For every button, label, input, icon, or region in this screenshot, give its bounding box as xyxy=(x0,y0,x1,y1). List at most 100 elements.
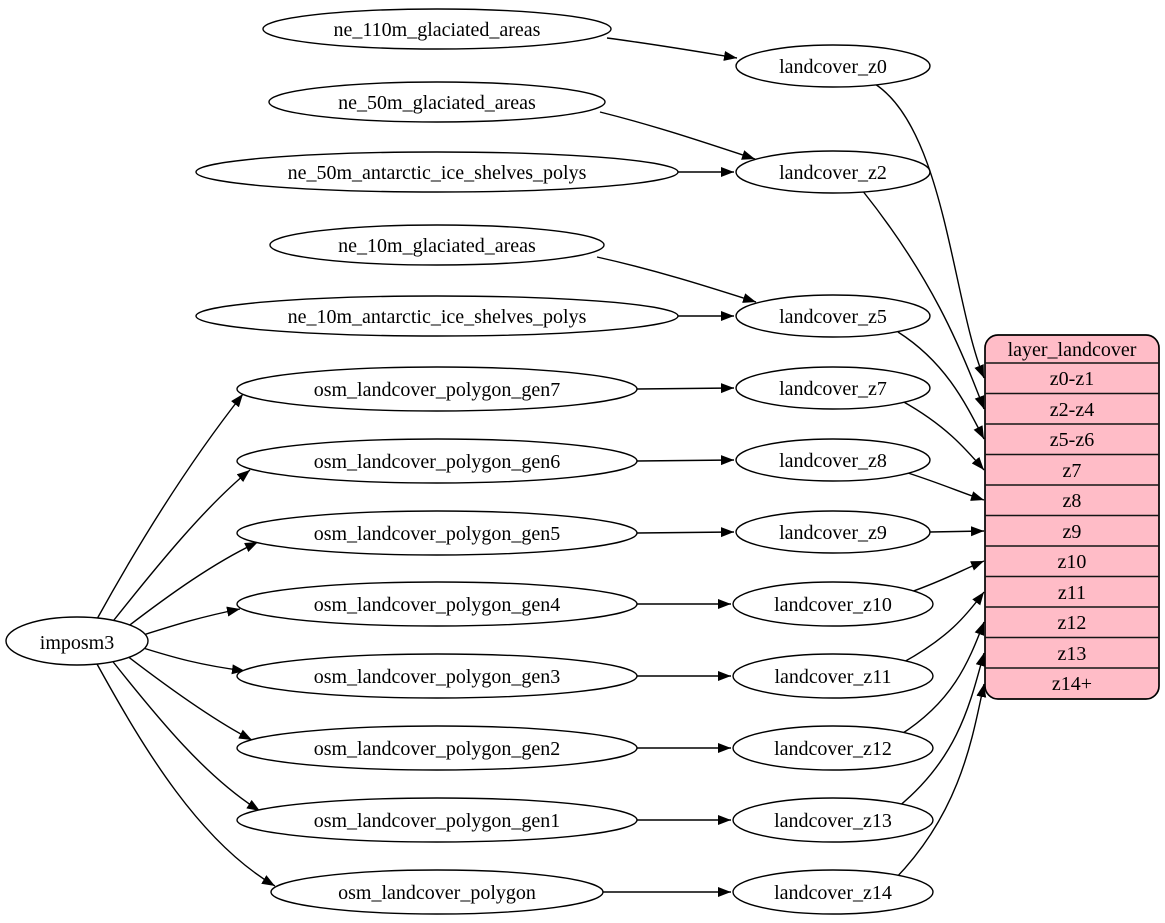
node-osm-landcover-polygon-gen5: osm_landcover_polygon_gen5 xyxy=(236,510,638,556)
layer-row-z11: z11 xyxy=(1058,582,1086,604)
node-landcover-z7-shape xyxy=(735,366,931,410)
edge-z12-row-z12 xyxy=(899,621,985,736)
edge-z10-row-z10 xyxy=(907,560,985,594)
edge-imposm3-gen2 xyxy=(121,651,253,741)
node-landcover-z2-label: landcover_z2 xyxy=(779,162,887,184)
edge-imposm3-gen1 xyxy=(109,657,261,812)
node-ne-50m-glaciated-areas: ne_50m_glaciated_areas xyxy=(268,81,606,123)
node-osm-landcover-polygon-gen2: osm_landcover_polygon_gen2 xyxy=(236,725,638,771)
node-osm-landcover-polygon: osm_landcover_polygon xyxy=(270,869,604,915)
layer-row-z5-z6: z5-z6 xyxy=(1050,429,1094,451)
node-ne-10m-glaciated-areas: ne_10m_glaciated_areas xyxy=(269,224,605,266)
node-osm-landcover-polygon-gen6: osm_landcover_polygon_gen6 xyxy=(236,438,638,484)
node-osm-landcover-polygon-gen6-shape xyxy=(236,438,638,484)
node-osm-landcover-polygon-gen7-shape xyxy=(236,366,638,412)
layer-row-z0-z1: z0-z1 xyxy=(1050,368,1094,390)
edge-imposm3-gen6 xyxy=(109,469,251,626)
node-osm-landcover-polygon-gen1-shape xyxy=(236,797,638,843)
node-landcover-z11-shape xyxy=(732,653,934,699)
edge-z7-row-z7 xyxy=(901,400,985,471)
layer-row-z13: z13 xyxy=(1058,643,1087,665)
node-landcover-z2: landcover_z2 xyxy=(735,150,931,194)
edge-gen7-z7 xyxy=(636,383,735,394)
node-osm-landcover-polygon-gen2-label: osm_landcover_polygon_gen2 xyxy=(314,738,561,760)
node-landcover-z13: landcover_z13 xyxy=(732,797,934,843)
node-landcover-z11-label: landcover_z11 xyxy=(775,666,892,688)
node-landcover-z0: landcover_z0 xyxy=(735,44,931,88)
node-imposm3: imposm3 xyxy=(5,616,149,666)
node-ne-50m-antarctic-ice-shelves-polys: ne_50m_antarctic_ice_shelves_polys xyxy=(195,151,679,193)
node-ne-110m-glaciated-areas: ne_110m_glaciated_areas xyxy=(262,8,612,50)
node-landcover-z12: landcover_z12 xyxy=(732,725,934,771)
node-landcover-z12-shape xyxy=(732,725,934,771)
node-landcover-z14: landcover_z14 xyxy=(732,869,934,915)
node-layer-landcover: layer_landcover z0-z1 z2-z4 z5-z6 z7 z8 … xyxy=(984,334,1160,700)
node-osm-landcover-polygon-gen3-label: osm_landcover_polygon_gen3 xyxy=(314,666,561,688)
edge-z8-row-z8 xyxy=(907,472,985,501)
node-landcover-z8-label: landcover_z8 xyxy=(779,450,887,472)
layer-row-z12: z12 xyxy=(1058,612,1087,634)
node-landcover-z10: landcover_z10 xyxy=(732,581,934,627)
edge-z9-row-z9 xyxy=(929,526,985,537)
node-ne-10m-antarctic-ice-shelves-polys-label: ne_10m_antarctic_ice_shelves_polys xyxy=(288,306,587,328)
node-osm-landcover-polygon-gen3: osm_landcover_polygon_gen3 xyxy=(236,653,638,699)
layer-row-z9: z9 xyxy=(1063,521,1082,543)
node-landcover-z8-shape xyxy=(735,438,931,482)
edge-z11-row-z11 xyxy=(901,591,985,664)
node-imposm3-label: imposm3 xyxy=(40,632,114,654)
layer-row-z7: z7 xyxy=(1063,460,1082,482)
node-landcover-z7: landcover_z7 xyxy=(735,366,931,410)
node-osm-landcover-polygon-gen5-label: osm_landcover_polygon_gen5 xyxy=(314,523,561,545)
edge-imposm3-gen5 xyxy=(121,541,259,632)
edge-ne10m-glaciated-z5 xyxy=(596,256,757,303)
node-landcover-z8: landcover_z8 xyxy=(735,438,931,482)
layer-row-z14plus: z14+ xyxy=(1052,673,1092,695)
layer-landcover-title: layer_landcover xyxy=(1008,339,1137,361)
node-osm-landcover-polygon-gen5-shape xyxy=(236,510,638,556)
edge-z5-row-z5z6 xyxy=(897,331,985,440)
edge-z2-row-z2z4 xyxy=(861,189,985,410)
layer-row-z10: z10 xyxy=(1058,551,1087,573)
node-ne-50m-glaciated-areas-label: ne_50m_glaciated_areas xyxy=(338,92,536,114)
edge-ne50m-glaciated-z2 xyxy=(599,111,756,160)
node-osm-landcover-polygon-gen6-label: osm_landcover_polygon_gen6 xyxy=(314,451,561,473)
node-landcover-z11: landcover_z11 xyxy=(732,653,934,699)
node-osm-landcover-polygon-gen3-shape xyxy=(236,653,638,699)
node-ne-10m-antarctic-ice-shelves-polys-shape xyxy=(195,295,679,337)
node-landcover-z9-label: landcover_z9 xyxy=(779,522,887,544)
node-ne-50m-antarctic-ice-shelves-polys-label: ne_50m_antarctic_ice_shelves_polys xyxy=(288,162,587,184)
edge-z13-row-z13 xyxy=(897,652,986,808)
node-osm-landcover-polygon-gen7: osm_landcover_polygon_gen7 xyxy=(236,366,638,412)
node-landcover-z5-shape xyxy=(735,294,931,338)
edge-imposm3-gen7 xyxy=(96,393,244,620)
layer-landcover-box xyxy=(984,334,1160,700)
layer-row-z8: z8 xyxy=(1063,490,1082,512)
node-osm-landcover-polygon-gen4: osm_landcover_polygon_gen4 xyxy=(236,581,638,627)
node-ne-10m-glaciated-areas-shape xyxy=(269,224,605,266)
layer-row-z2-z4: z2-z4 xyxy=(1050,399,1094,421)
node-osm-landcover-polygon-shape xyxy=(270,869,604,915)
node-landcover-z9: landcover_z9 xyxy=(735,510,931,554)
node-ne-110m-glaciated-areas-label: ne_110m_glaciated_areas xyxy=(334,19,541,41)
node-ne-50m-glaciated-areas-shape xyxy=(268,81,606,123)
node-osm-landcover-polygon-gen4-shape xyxy=(236,581,638,627)
edge-gen5-z9 xyxy=(636,527,735,538)
node-ne-110m-glaciated-areas-shape xyxy=(262,8,612,50)
node-landcover-z0-label: landcover_z0 xyxy=(779,56,887,78)
node-landcover-z12-label: landcover_z12 xyxy=(774,738,892,760)
edge-gen6-z8 xyxy=(636,455,735,466)
node-landcover-z2-shape xyxy=(735,150,931,194)
node-landcover-z13-shape xyxy=(732,797,934,843)
node-landcover-z5-label: landcover_z5 xyxy=(779,306,887,328)
node-ne-10m-antarctic-ice-shelves-polys: ne_10m_antarctic_ice_shelves_polys xyxy=(195,295,679,337)
node-imposm3-shape xyxy=(5,616,149,666)
node-landcover-z7-label: landcover_z7 xyxy=(779,378,887,400)
node-landcover-z14-shape xyxy=(732,869,934,915)
node-landcover-z13-label: landcover_z13 xyxy=(774,810,892,832)
node-osm-landcover-polygon-gen4-label: osm_landcover_polygon_gen4 xyxy=(314,594,561,616)
edge-layer xyxy=(96,37,987,897)
node-landcover-z10-label: landcover_z10 xyxy=(774,594,892,616)
node-landcover-z9-shape xyxy=(735,510,931,554)
